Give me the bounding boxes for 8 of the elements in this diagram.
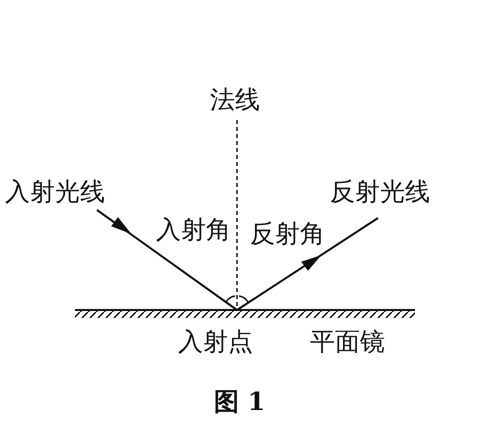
normal-label: 法线	[210, 86, 260, 114]
reflection-angle-label: 反射角	[250, 220, 325, 248]
incidence-point-label: 入射点	[178, 328, 253, 356]
incidence-angle-label: 入射角	[156, 216, 231, 244]
reflected-ray-label: 反射光线	[330, 178, 430, 206]
incident-ray-label: 入射光线	[5, 178, 105, 206]
mirror-label: 平面镜	[310, 328, 385, 356]
figure-caption: 图 1	[214, 388, 266, 416]
